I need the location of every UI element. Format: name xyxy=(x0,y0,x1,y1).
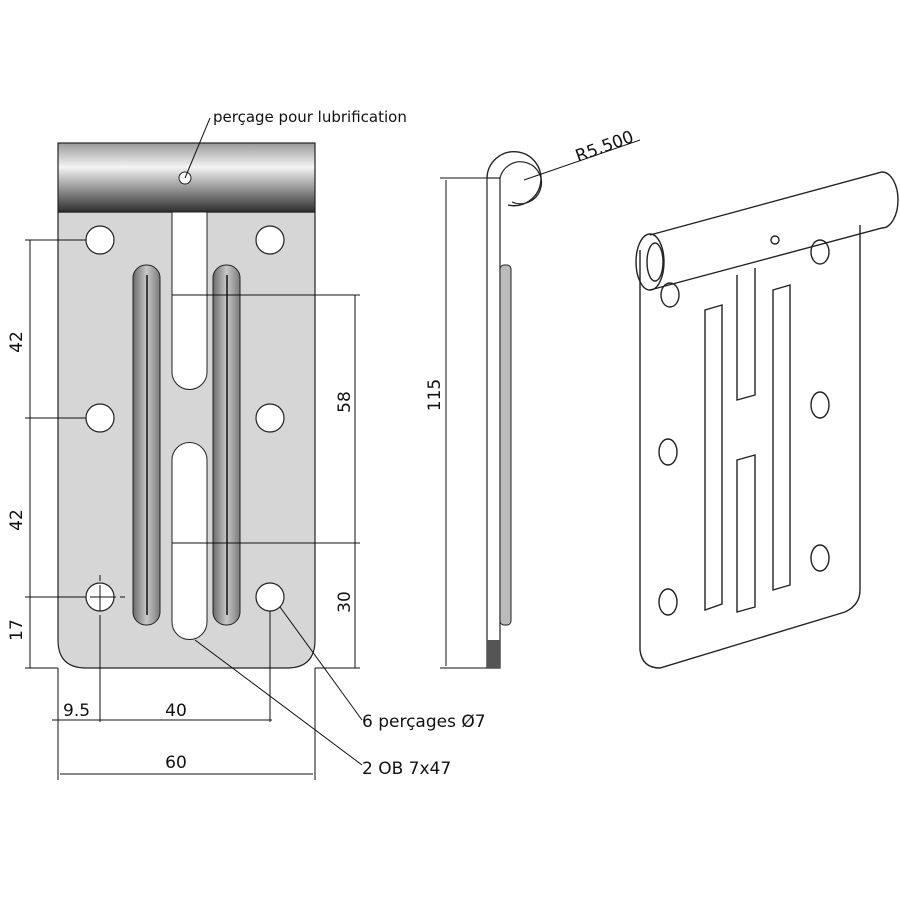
side-view: 115 R5.500 xyxy=(425,127,641,669)
slots-label: 2 OB 7x47 xyxy=(362,759,451,779)
dim-40: 40 xyxy=(165,701,187,721)
dim-42-top: 42 xyxy=(7,331,27,353)
dimension-lines xyxy=(25,117,363,780)
dim-17: 17 xyxy=(7,619,27,641)
center-slot-top xyxy=(171,211,208,390)
lubrication-label: perçage pour lubrification xyxy=(213,108,407,126)
dim-115: 115 xyxy=(425,379,445,411)
holes-label: 6 perçages Ø7 xyxy=(362,712,486,732)
plate-outline xyxy=(57,211,316,669)
isometric-view xyxy=(635,171,899,669)
dim-42-bottom: 42 xyxy=(7,509,27,531)
dim-30: 30 xyxy=(335,591,355,613)
dim-60: 60 xyxy=(165,753,187,773)
radius-label: R5.500 xyxy=(573,127,637,166)
dim-58: 58 xyxy=(335,391,355,413)
dim-9-5: 9.5 xyxy=(63,701,90,721)
front-view: 42 42 17 58 30 9.5 40 60 perçage pour lu… xyxy=(7,108,486,780)
center-slot-bottom xyxy=(171,442,208,640)
